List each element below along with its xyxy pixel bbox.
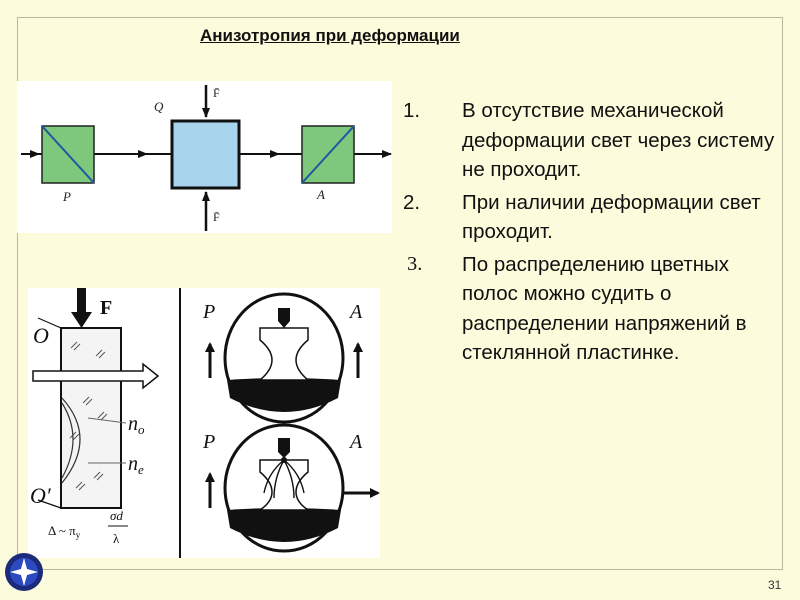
formula-numerator: σd xyxy=(110,508,123,523)
force-arrow xyxy=(71,312,92,328)
item-text: По распределению цветных полос можно суд… xyxy=(462,252,747,365)
label-p-upper: P xyxy=(202,301,215,323)
slide-title: Анизотропия при деформации xyxy=(200,26,460,45)
label-o-prime: O′ xyxy=(30,483,52,508)
formula: Δ ~ πy xyxy=(48,523,81,540)
label-no: no xyxy=(128,413,145,437)
item-text: При наличии деформации свет проходит. xyxy=(462,190,761,244)
label-a: A xyxy=(316,187,325,202)
formula-denominator: λ xyxy=(113,531,120,546)
item-number: 3. xyxy=(407,252,423,275)
logo-icon xyxy=(5,553,43,591)
force-label-bottom: F̄ xyxy=(213,210,220,224)
label-p-lower: P xyxy=(202,431,215,453)
label-p: P xyxy=(62,189,71,204)
label-a-upper: A xyxy=(348,301,363,323)
beam-arrow xyxy=(32,362,160,390)
label-a-lower: A xyxy=(348,431,363,453)
force-label: F xyxy=(100,297,112,319)
label-ne: ne xyxy=(128,453,144,477)
item-number: 2. xyxy=(403,190,421,214)
photoelastic-svg: F O O′ no ne Δ ~ πy xyxy=(30,288,380,558)
photoelastic-diagram: F O O′ no ne Δ ~ πy xyxy=(28,288,380,558)
slide-frame xyxy=(17,17,783,570)
polariscope-svg: P Q F̄ F̄ A xyxy=(21,85,392,231)
pattern-stress xyxy=(223,423,345,553)
page-number: 31 xyxy=(768,578,782,592)
bullet-list: 1. В отсутствие механической деформации … xyxy=(403,96,778,371)
sample-q xyxy=(170,119,241,190)
label-q: Q xyxy=(154,99,164,114)
list-item: 3. По распределению цветных полос можно … xyxy=(403,250,778,368)
pattern-no-stress xyxy=(223,292,345,424)
polariscope-diagram: P Q F̄ F̄ A xyxy=(17,81,392,233)
item-number: 1. xyxy=(403,99,421,122)
list-item: 1. В отсутствие механической деформации … xyxy=(403,96,778,185)
list-item: 2. При наличии деформации свет проходит. xyxy=(403,188,778,247)
label-o: O xyxy=(33,323,49,348)
force-label-top: F̄ xyxy=(213,86,220,100)
item-text: В отсутствие механической деформации све… xyxy=(462,99,775,181)
